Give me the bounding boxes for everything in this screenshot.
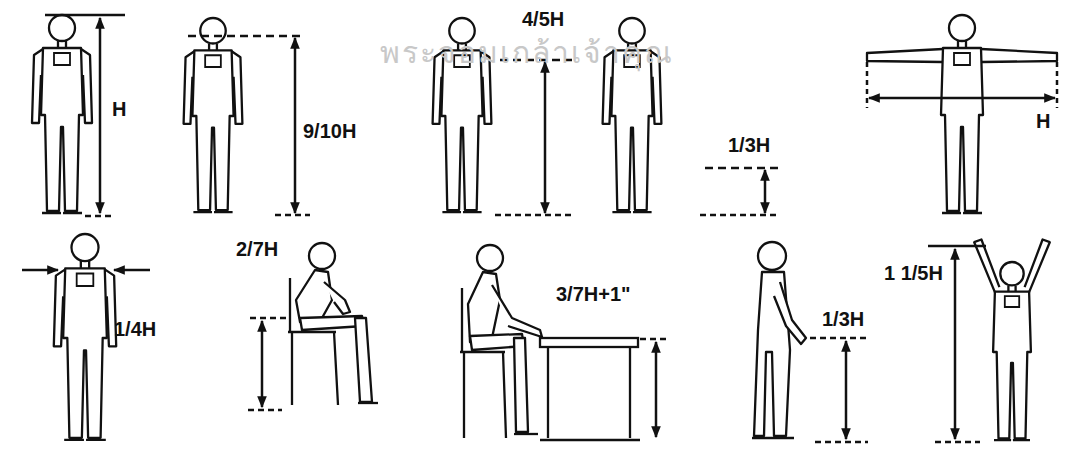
arm: [981, 49, 1057, 62]
torso: [296, 270, 332, 322]
torso: [468, 272, 500, 342]
bib: [205, 55, 221, 67]
dimension-label: 1/4H: [114, 318, 156, 340]
head: [71, 234, 98, 261]
head: [758, 242, 786, 270]
dimension-line: [869, 97, 1055, 100]
head: [49, 15, 75, 41]
tick-line: [705, 167, 778, 170]
feet: [193, 211, 232, 213]
tick-line: [700, 214, 778, 217]
human-figure: [32, 15, 92, 213]
arm: [974, 240, 999, 295]
feet: [942, 212, 982, 214]
bib: [1005, 296, 1019, 307]
dimension-label: 4/5H: [522, 8, 564, 30]
dimension-label: H: [112, 98, 126, 120]
feet: [994, 439, 1030, 441]
tick-line: [815, 441, 868, 444]
arm: [867, 49, 943, 62]
tick-line: [85, 215, 115, 218]
arm: [492, 285, 542, 337]
seated-figure: [460, 272, 542, 438]
human-figure: [54, 234, 116, 440]
foot: [358, 402, 378, 404]
tick-line: [935, 441, 980, 444]
human-figure: [867, 15, 1057, 213]
body: [41, 48, 83, 211]
tick-line: [248, 409, 282, 412]
dimension-label: 2/7H: [236, 238, 278, 260]
watermark: พระจอมเกล้าเจ้าคุณ: [380, 36, 674, 69]
dimension-label: 1 1/5H: [884, 262, 943, 284]
arm: [324, 282, 350, 314]
dimension-line: [261, 321, 264, 407]
seated-figure: [288, 270, 378, 405]
shin: [355, 318, 372, 402]
head: [309, 243, 335, 269]
bib: [54, 53, 70, 65]
tick-line: [928, 245, 986, 248]
tick-line: [1056, 62, 1059, 108]
table-legs: [540, 347, 640, 440]
head: [200, 18, 225, 43]
feet: [612, 211, 651, 213]
dimension-line: [99, 18, 102, 213]
dimension-label: 3/7H+1": [556, 283, 631, 305]
tick-line: [866, 62, 869, 108]
dimension-label: H: [1036, 110, 1050, 132]
tick-line: [495, 214, 572, 217]
human-figure: [184, 18, 243, 212]
chair: [460, 288, 506, 438]
dimension-line: [544, 62, 547, 213]
table-top: [540, 338, 638, 347]
tick-line: [45, 14, 125, 17]
tick-line: [250, 317, 290, 320]
body: [63, 268, 107, 438]
dimension-line: [845, 341, 848, 439]
side-figure: [752, 272, 806, 438]
body: [941, 48, 983, 211]
human-figure: [974, 240, 1050, 441]
bib: [77, 274, 94, 286]
dimension-label: 1/3H: [822, 308, 864, 330]
dimension-label: 9/10H: [303, 120, 356, 142]
feet: [64, 439, 106, 441]
body: [441, 50, 482, 210]
body: [192, 50, 233, 210]
tick-line: [275, 214, 310, 217]
dimension-label: 1/3H: [728, 134, 770, 156]
feet: [752, 437, 794, 439]
head: [477, 245, 503, 271]
head: [949, 15, 975, 41]
chair: [288, 278, 338, 405]
dimension-line: [294, 38, 297, 213]
body: [611, 50, 652, 210]
body: [993, 292, 1031, 439]
dimension-line: [764, 170, 767, 213]
arm: [774, 282, 806, 344]
feet: [42, 212, 82, 214]
dimension-line: [954, 249, 957, 439]
dimension-line: [655, 342, 658, 437]
tick-line: [188, 35, 305, 38]
dimension-line: [22, 269, 58, 272]
shin: [514, 338, 528, 432]
foot: [514, 433, 538, 435]
arm: [1025, 240, 1050, 295]
head: [1000, 262, 1023, 285]
tick-line: [810, 337, 868, 340]
feet: [442, 211, 481, 213]
bib: [954, 53, 970, 65]
tick-line: [640, 338, 668, 341]
dimension-line: [114, 269, 150, 272]
